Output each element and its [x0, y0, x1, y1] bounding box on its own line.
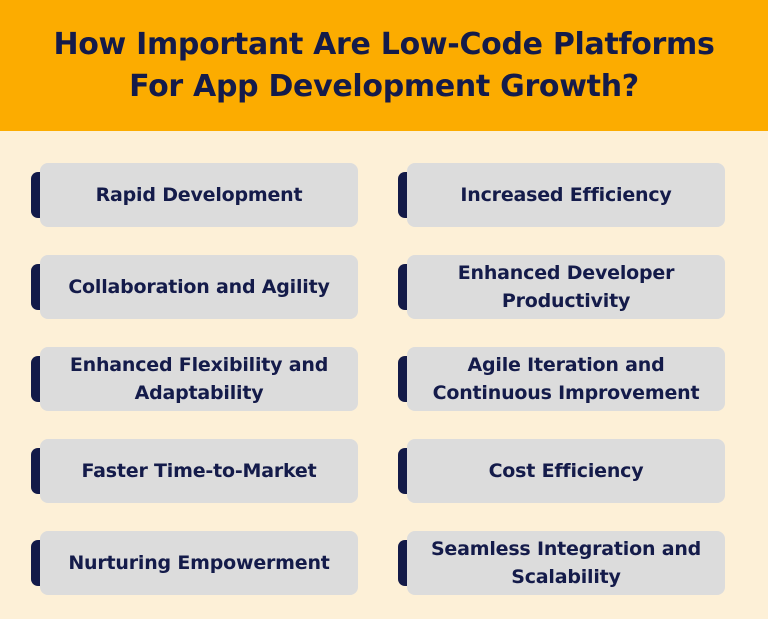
benefit-card-collaboration-agility: Collaboration and Agility [31, 255, 358, 319]
benefit-card-flexibility-adaptability: Enhanced Flexibility and Adaptability [31, 347, 358, 411]
card-label: Increased Efficiency [460, 184, 672, 206]
card-body: Enhanced Flexibility and Adaptability [40, 347, 358, 411]
card-body: Enhanced Developer Productivity [407, 255, 725, 319]
card-body: Seamless Integration and Scalability [407, 531, 725, 595]
card-body: Nurturing Empowerment [40, 531, 358, 595]
card-body: Increased Efficiency [407, 163, 725, 227]
benefit-card-nurturing-empowerment: Nurturing Empowerment [31, 531, 358, 595]
page-title-line-1: How Important Are Low-Code Platforms [53, 26, 715, 62]
benefit-card-agile-iteration: Agile Iteration and Continuous Improveme… [398, 347, 725, 411]
benefit-card-integration-scalability: Seamless Integration and Scalability [398, 531, 725, 595]
benefit-card-developer-productivity: Enhanced Developer Productivity [398, 255, 725, 319]
card-body: Agile Iteration and Continuous Improveme… [407, 347, 725, 411]
card-label: Rapid Development [95, 184, 303, 206]
card-label: Collaboration and Agility [68, 276, 330, 298]
card-label: Nurturing Empowerment [68, 552, 330, 574]
card-label: Enhanced Flexibility and Adaptability [69, 354, 329, 404]
card-label: Enhanced Developer Productivity [457, 262, 675, 312]
card-label: Agile Iteration and Continuous Improveme… [432, 354, 700, 404]
card-body: Collaboration and Agility [40, 255, 358, 319]
page-title-line-2: For App Development Growth? [129, 68, 639, 104]
card-body: Faster Time-to-Market [40, 439, 358, 503]
card-body: Rapid Development [40, 163, 358, 227]
benefit-card-increased-efficiency: Increased Efficiency [398, 163, 725, 227]
benefit-card-time-to-market: Faster Time-to-Market [31, 439, 358, 503]
page-title: How Important Are Low-Code Platforms For… [53, 24, 714, 108]
header-banner: How Important Are Low-Code Platforms For… [0, 0, 768, 131]
card-label: Cost Efficiency [488, 460, 644, 482]
card-label: Seamless Integration and Scalability [430, 538, 702, 588]
card-label: Faster Time-to-Market [81, 460, 317, 482]
card-body: Cost Efficiency [407, 439, 725, 503]
benefit-card-cost-efficiency: Cost Efficiency [398, 439, 725, 503]
benefit-card-rapid-development: Rapid Development [31, 163, 358, 227]
